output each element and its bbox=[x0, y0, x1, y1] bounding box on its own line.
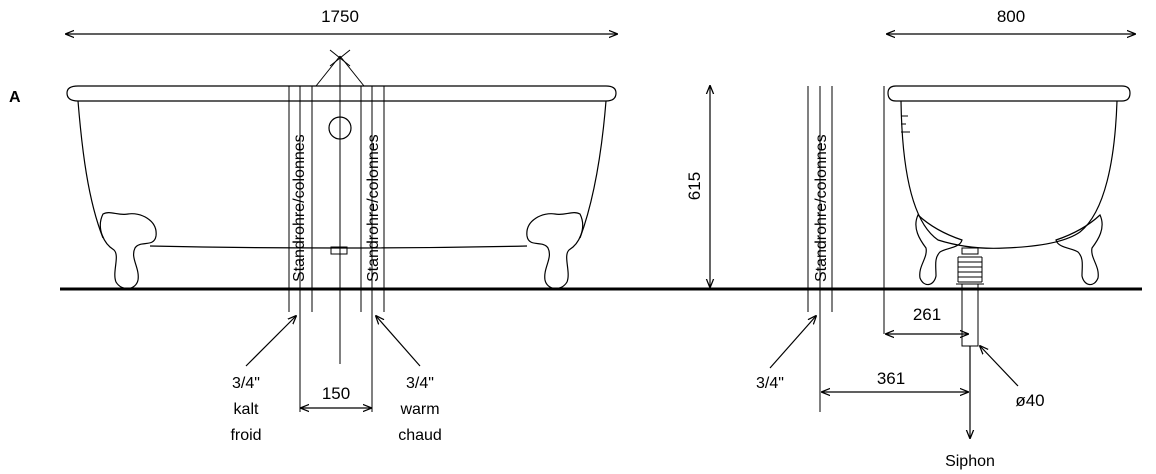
overflow-pipe bbox=[315, 49, 365, 364]
tub-foot-right bbox=[526, 211, 584, 290]
dimension-pipe-spacing-label: 150 bbox=[322, 384, 350, 403]
tub-side-foot-right bbox=[1055, 213, 1103, 286]
dimension-width-front: 1750 bbox=[66, 7, 617, 34]
drain-plug bbox=[330, 246, 348, 255]
tub-side-foot-left bbox=[915, 213, 963, 286]
view-label: A bbox=[9, 89, 21, 106]
tub-side-rim bbox=[887, 85, 1131, 102]
warm-callout: 3/4" warm chaud bbox=[376, 316, 442, 444]
cold-callout: 3/4" kalt froid bbox=[230, 316, 296, 444]
tub-front bbox=[66, 85, 617, 290]
drain-pipe bbox=[961, 283, 979, 347]
standpipe-side: Standrohre/colonnes bbox=[807, 86, 833, 412]
standpipe-label-warm: Standrohre/colonnes bbox=[365, 134, 382, 282]
drain-diameter-callout: ø40 bbox=[980, 346, 1045, 410]
standpipe-cold: Standrohre/colonnes bbox=[288, 86, 313, 412]
dimension-height-label: 615 bbox=[685, 172, 704, 200]
front-view: 1750 A Standrohre/colonnes bbox=[9, 7, 617, 444]
dimension-height: 615 bbox=[685, 86, 710, 287]
drain-diameter-label: ø40 bbox=[1015, 391, 1044, 410]
tub-body-left bbox=[77, 100, 104, 239]
warm-size-label: 3/4" bbox=[406, 375, 434, 392]
cold-de-label: kalt bbox=[234, 401, 259, 418]
tub-bottom bbox=[149, 245, 528, 249]
trap-bellows bbox=[957, 256, 983, 283]
dimension-width-front-label: 1750 bbox=[321, 7, 359, 26]
tub-body-right bbox=[579, 100, 607, 239]
siphon-label: Siphon bbox=[945, 453, 995, 470]
dimension-pipe-spacing: 150 bbox=[301, 384, 371, 408]
warm-fr-label: chaud bbox=[398, 427, 442, 444]
dimension-offset-261: 261 bbox=[886, 305, 968, 334]
side-size-label: 3/4" bbox=[756, 375, 784, 392]
tub-side-body bbox=[900, 100, 1118, 249]
trap-top bbox=[961, 247, 979, 255]
tub-rim bbox=[66, 85, 617, 102]
dimension-offset-361: 361 bbox=[822, 369, 968, 392]
dimension-offset-361-label: 361 bbox=[877, 369, 905, 388]
cold-fr-label: froid bbox=[230, 427, 261, 444]
side-view: 800 Standrohre/colonnes bbox=[756, 7, 1135, 470]
standpipe-warm: Standrohre/colonnes bbox=[360, 86, 385, 412]
dimension-width-side-label: 800 bbox=[997, 7, 1025, 26]
tub-foot-left bbox=[99, 211, 157, 290]
cold-size-label: 3/4" bbox=[232, 375, 260, 392]
tub-side bbox=[887, 85, 1131, 438]
side-pipe-callout: 3/4" bbox=[756, 316, 816, 392]
dimension-offset-261-label: 261 bbox=[913, 305, 941, 324]
standpipe-label-side: Standrohre/colonnes bbox=[813, 134, 830, 282]
dimension-width-side: 800 bbox=[887, 7, 1135, 34]
warm-de-label: warm bbox=[399, 401, 439, 418]
standpipe-label-cold: Standrohre/colonnes bbox=[291, 134, 308, 282]
